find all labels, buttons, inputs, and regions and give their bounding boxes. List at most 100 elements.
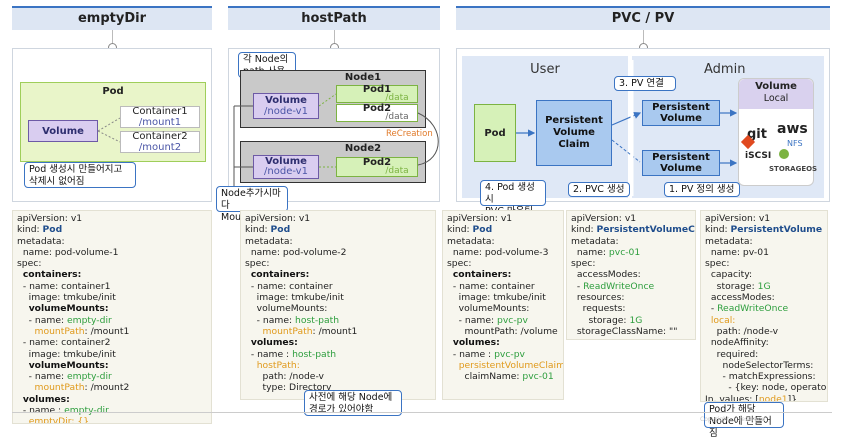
storageos-icon — [779, 149, 789, 159]
emptydir-yaml-token: spec: — [17, 258, 42, 270]
emptydir-yaml-token: emptyDir: {} — [28, 416, 90, 424]
pvc-yaml_pv-token: In, values: [ — [705, 393, 759, 402]
connector-line — [112, 30, 113, 44]
hostpath-yaml-line: name: pod-volume-2 — [245, 247, 431, 258]
hostpath-yaml-line: spec: — [245, 258, 431, 269]
hostpath-yaml-token: host-path — [295, 314, 340, 326]
pvc-yaml_pod-line: apiVersion: v1 — [447, 213, 559, 224]
copyright-watermark: Copyright ... reserved — [700, 416, 766, 423]
emptydir-yaml-token: volumeMounts: — [28, 303, 109, 315]
pvc-yaml_pv-token: 1G — [757, 280, 771, 292]
pvc-yaml_pod-line: volumeMounts: — [447, 303, 559, 314]
pvc-yaml_pv-token: kind: — [705, 224, 731, 236]
hostpath-callout-yaml-line2: 경로가 있어야함 — [309, 404, 374, 415]
emptydir-volume-label: Volume — [42, 125, 84, 137]
pvc-yaml_pod-token: pvc-pv — [494, 348, 525, 360]
emptydir-yaml-token: metadata: — [17, 235, 65, 247]
connector-line — [643, 30, 644, 44]
pvc-yaml_pod-token: image: tmkube/init — [447, 292, 546, 304]
emptydir-yaml-line: - name: container1 — [17, 281, 207, 292]
hostpath-yaml-token: apiVersion: v1 — [245, 213, 311, 224]
pvc-yaml_pv-line: name: pv-01 — [705, 247, 823, 258]
node2-volume-label: Volume — [265, 156, 307, 167]
pvc-yaml_pv-token: ReadWriteOnce — [717, 303, 789, 315]
node1-volume-label: Volume — [265, 95, 307, 106]
pvc-pv2: Persistent Volume — [642, 150, 720, 176]
pvc-yaml_pod-token: apiVersion: v1 — [447, 213, 513, 224]
pvc-pod-label: Pod — [484, 127, 506, 139]
hostpath-yaml-line: - name : host-path — [245, 349, 431, 360]
emptydir-yaml-line: - name: empty-dir — [17, 371, 207, 382]
node1-volume-path: /node-v1 — [264, 106, 308, 117]
emptydir-yaml-line: - name : empty-dir — [17, 405, 207, 416]
emptydir-yaml-token: kind: — [17, 224, 43, 236]
container1-path: /mount1 — [138, 117, 182, 128]
pod2-path-node1: /data — [385, 112, 409, 122]
hostpath-yaml-token: metadata: — [245, 235, 293, 247]
hostpath-yaml-token: - name: container — [245, 280, 333, 292]
emptydir-yaml-line: name: pod-volume-1 — [17, 247, 207, 258]
user-label: User — [530, 62, 560, 77]
pvc-pod: Pod — [474, 104, 516, 162]
pvc-yaml_pv-token: name: pv-01 — [705, 246, 769, 258]
pvc-yaml_pv-token: - matchExpressions: — [705, 371, 816, 383]
emptydir-yaml-line: image: tmkube/init — [17, 292, 207, 303]
hostpath-yaml-token: volumeMounts: — [245, 303, 328, 315]
emptydir-yaml-line: image: tmkube/init — [17, 349, 207, 360]
pvc-yaml_pv-token: PersistentVolume — [730, 224, 823, 236]
pvc-yaml_pvc-token: pvc-01 — [608, 246, 641, 258]
pvc-yaml_pvc-token: storage: — [571, 314, 630, 326]
emptydir-yaml-token: : /mount1 — [84, 325, 130, 337]
emptydir-yaml-line: volumeMounts: — [17, 360, 207, 371]
emptydir-yaml-token: - name: — [17, 314, 67, 326]
emptydir-yaml-token: volumeMounts: — [28, 359, 109, 371]
pvc-yaml_pv-line: kind: PersistentVolume — [705, 224, 823, 235]
pvc-yaml_pv-token: ]} — [787, 393, 798, 402]
hostpath-lines — [233, 93, 439, 190]
pvc-yaml_pod-token: claimName: — [447, 371, 523, 383]
emptydir-yaml-token: empty-dir — [67, 314, 112, 326]
callout-pvc-create: 2. PVC 생성 — [568, 182, 630, 197]
pvc-yaml_pvc-token: kind: — [571, 224, 597, 236]
pvc-yaml_pv-line: metadata: — [705, 236, 823, 247]
pvc-yaml_pod-line: kind: Pod — [447, 224, 559, 235]
pvc-yaml_pod-token: volumeMounts: — [447, 303, 530, 315]
emptydir-yaml-line: - name: container2 — [17, 337, 207, 348]
hostpath-yaml-token: mountPath — [262, 325, 313, 337]
hostpath-yaml-token: spec: — [245, 258, 270, 270]
hostpath-yaml-line: - name: host-path — [245, 315, 431, 326]
hostpath-yaml-line: kind: Pod — [245, 224, 431, 235]
diagram-lines — [97, 117, 121, 143]
pod1-path: /data — [385, 93, 409, 103]
hostpath-node2-volume: Volume /node-v1 — [253, 155, 319, 179]
emptydir-yaml-line: volumes: — [17, 394, 207, 405]
pvc-pv1: Persistent Volume — [642, 100, 720, 126]
emptydir-yaml-token: - name: container2 — [17, 337, 111, 349]
storage-volume-label: Volume — [755, 81, 797, 92]
pvc-yaml_pv-line: - matchExpressions: — [705, 371, 823, 382]
pvc-yaml_pod-line: name: pod-volume-3 — [447, 247, 559, 258]
pvc-yaml_pv-token: spec: — [705, 258, 730, 270]
connector-line — [334, 30, 335, 44]
pvc-yaml_pv-token: nodeSelectorTerms: — [705, 359, 814, 371]
pvc-yaml_pvc-line: name: pvc-01 — [571, 247, 691, 258]
emptydir-yaml-token: mountPath — [34, 382, 85, 394]
emptydir-callout-line2: 삭제시 없어짐 — [29, 176, 85, 187]
emptydir-yaml-token: empty-dir — [67, 371, 112, 383]
pv2-line2: Volume — [660, 163, 702, 174]
emptydir-yaml-token: - name : — [17, 405, 65, 417]
pvc-yaml_pvc-line: metadata: — [571, 236, 691, 247]
header-emptydir-label: emptyDir — [77, 11, 146, 26]
emptydir-volume: Volume — [28, 120, 98, 142]
emptydir-yaml-token: empty-dir — [64, 405, 109, 417]
hostpath-yaml-line: path: /node-v — [245, 371, 431, 382]
emptydir-yaml-line: mountPath: /mount2 — [17, 382, 207, 393]
pvc-yaml_pod-line: volumes: — [447, 337, 559, 348]
emptydir-yaml-token: - name: — [17, 371, 67, 383]
pvc-yaml_pvc-token: resources: — [571, 292, 625, 304]
pvc-yaml_pod-token: pvc-01 — [522, 371, 554, 383]
pvc-yaml_pod-line: - name: pvc-pv — [447, 315, 559, 326]
header-emptydir: emptyDir — [12, 6, 212, 30]
